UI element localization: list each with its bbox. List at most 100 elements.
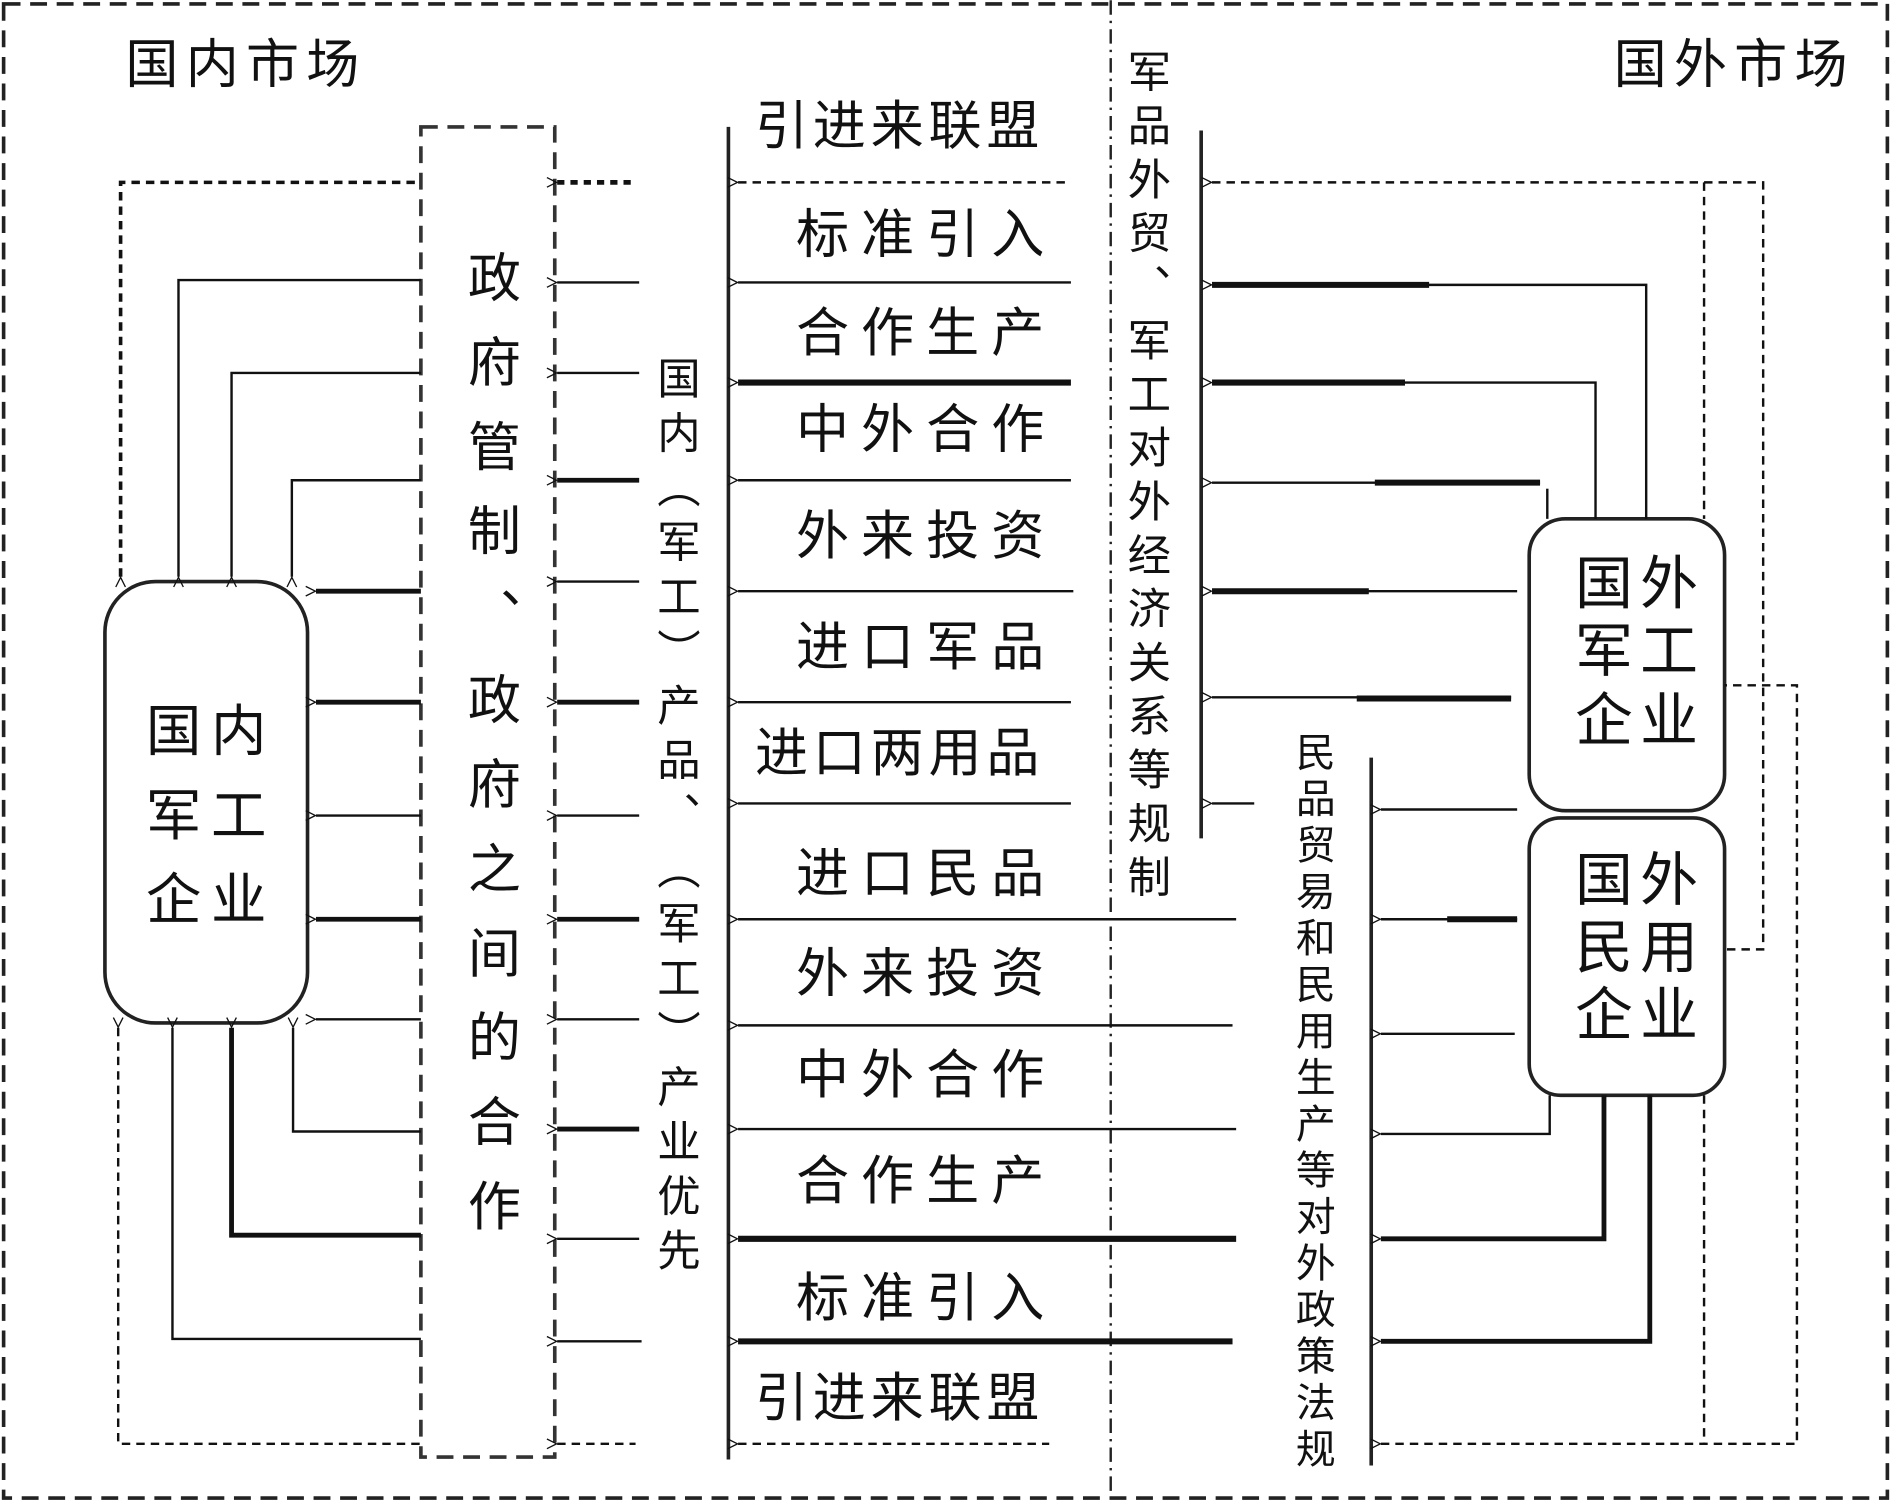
vertical-label-char: 产 — [1296, 1102, 1336, 1148]
flow-arrow — [232, 371, 421, 577]
vertical-label-char: 贸 — [1296, 823, 1336, 869]
vertical-label-char: 经 — [1128, 532, 1171, 582]
vertical-label-char: 工 — [657, 573, 700, 623]
vertical-label-char: 品 — [1128, 102, 1171, 152]
foreign-civil-enterprise-box — [1527, 816, 1727, 1098]
vertical-label-char: 外 — [1128, 478, 1171, 528]
foreign-civil-line-2: 民用 — [1575, 913, 1705, 981]
domestic-box-line-2: 军工 — [146, 785, 276, 849]
vertical-label-char: 制 — [1128, 854, 1171, 904]
flow-arrow — [292, 479, 421, 576]
vertical-label-char: 法 — [1296, 1380, 1336, 1426]
vertical-label-char: 易 — [1296, 870, 1336, 916]
vertical-label-char: 关 — [1128, 639, 1171, 689]
vertical-label-char: 的 — [468, 1007, 521, 1069]
vertical-label-char: 制 — [468, 501, 521, 563]
vertical-label-char: 府 — [468, 332, 521, 394]
vertical-label-char: 对 — [1296, 1195, 1336, 1241]
vertical-label-char: 规 — [1128, 800, 1171, 850]
flow-arrow — [1212, 383, 1597, 519]
channel-label: 外来投资 — [796, 943, 1056, 1005]
flow-arrow — [1381, 1095, 1607, 1239]
foreign-civil-line-3: 企业 — [1575, 981, 1705, 1049]
domestic-box-line-3: 企业 — [146, 869, 276, 933]
vertical-label-char: 内 — [657, 409, 700, 459]
flow-arrow — [118, 1028, 421, 1446]
vertical-label-char: 府 — [468, 754, 521, 816]
vertical-label-char: ︵ — [657, 846, 700, 896]
vertical-label-char: 先 — [657, 1227, 700, 1277]
vertical-label-char: 军 — [657, 900, 700, 950]
vertical-label-char: 规 — [1296, 1427, 1336, 1473]
vertical-label-char: 民 — [1296, 730, 1336, 776]
vertical-label-char: 军 — [1128, 317, 1171, 367]
vertical-label-char: 对 — [1128, 424, 1171, 474]
vertical-label-char: 军 — [657, 518, 700, 568]
flow-arrow — [121, 180, 421, 576]
vertical-label-char: 之 — [468, 838, 521, 900]
vertical-label-char: 和 — [1296, 916, 1336, 962]
vertical-label-char: 系 — [1128, 693, 1171, 743]
channel-label: 标准引入 — [796, 203, 1056, 265]
domestic-market-label: 国内市场 — [125, 33, 366, 95]
domestic-military-enterprise-box — [103, 579, 310, 1025]
vertical-label-char: 业 — [657, 1118, 700, 1168]
foreign-military-line-1: 国外 — [1575, 549, 1705, 617]
flow-arrow — [1381, 1095, 1551, 1134]
vertical-label-char: 济 — [1128, 585, 1171, 635]
channel-label: 中外合作 — [796, 399, 1056, 461]
flow-arrow — [293, 1028, 421, 1133]
flow-arrow — [1381, 1095, 1653, 1341]
vertical-label-char: 政 — [468, 670, 521, 732]
vertical-label-char: 等 — [1296, 1148, 1336, 1194]
foreign-military-line-3: 企业 — [1575, 687, 1705, 755]
government-box — [419, 125, 557, 1459]
flow-arrow — [178, 278, 421, 577]
flow-arrow — [1381, 684, 1799, 1444]
vertical-label-char: ︑ — [468, 585, 521, 647]
foreign-military-line-2: 军工 — [1575, 617, 1705, 685]
vertical-label-char: 作 — [468, 1176, 521, 1238]
vertical-label-char: 政 — [1296, 1287, 1336, 1333]
vertical-label-char: 军 — [1128, 49, 1171, 99]
vertical-label-char: ︶ — [657, 1009, 700, 1059]
flow-arrow — [172, 1028, 421, 1341]
domestic-box-line-1: 国内 — [146, 700, 276, 764]
channel-label: 引进来联盟 — [755, 1367, 1044, 1429]
vertical-label-char: 政 — [468, 247, 521, 309]
vertical-label-char: 间 — [468, 923, 521, 985]
vertical-label-char: ︶ — [657, 627, 700, 677]
vertical-label-char: 品 — [1296, 777, 1336, 823]
vertical-label-char: 用 — [1296, 1009, 1336, 1055]
channel-label: 进口民品 — [796, 842, 1056, 904]
vertical-label-char: ︑ — [657, 791, 700, 841]
foreign-civil-line-1: 国外 — [1575, 846, 1705, 914]
vertical-label-char: 优 — [657, 1173, 700, 1223]
vertical-label-char: 贸 — [1128, 210, 1171, 260]
vertical-label-char: 工 — [657, 955, 700, 1005]
flow-arrow — [232, 1028, 421, 1238]
channel-label: 进口军品 — [796, 616, 1056, 678]
channel-label: 引进来联盟 — [755, 95, 1044, 157]
channel-label: 标准引入 — [796, 1267, 1056, 1329]
vertical-label-char: 国 — [657, 355, 700, 405]
channel-label: 中外合作 — [796, 1044, 1056, 1106]
channel-label: 合作生产 — [796, 302, 1056, 364]
foreign-market-label: 国外市场 — [1614, 33, 1855, 95]
vertical-label-char: 策 — [1296, 1334, 1336, 1380]
vertical-label-char: 产 — [657, 682, 700, 732]
vertical-label-char: 产 — [657, 1064, 700, 1114]
channel-label: 合作生产 — [796, 1150, 1056, 1212]
vertical-label-char: 品 — [657, 736, 700, 786]
vertical-label-char: 工 — [1128, 371, 1171, 421]
vertical-label-char: 合 — [468, 1092, 521, 1154]
vertical-label-char: 等 — [1128, 746, 1171, 796]
channel-label: 进口两用品 — [755, 722, 1044, 784]
vertical-label-char: ︑ — [1128, 263, 1171, 313]
